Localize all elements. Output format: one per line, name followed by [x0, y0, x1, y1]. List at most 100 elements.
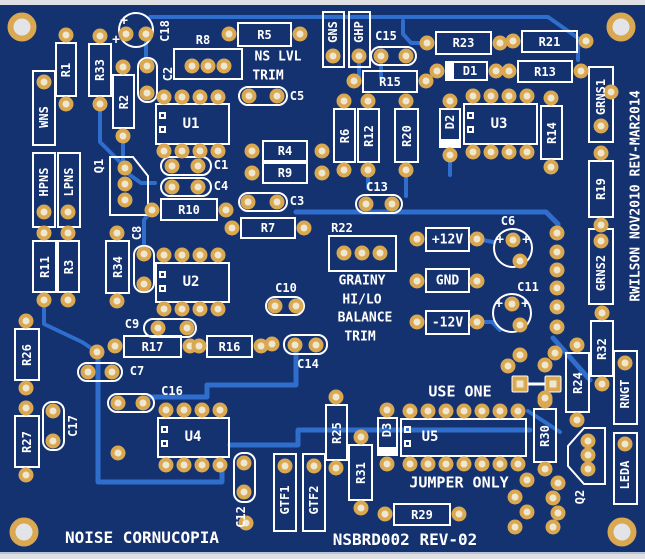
pad-R20	[398, 93, 414, 109]
pad-U2	[210, 247, 226, 263]
pad-U3	[465, 144, 481, 160]
pad-U5	[510, 456, 526, 472]
pad-R31	[353, 429, 369, 445]
pad-U3	[519, 88, 535, 104]
pad-R30	[537, 461, 553, 477]
pad-U5	[438, 456, 454, 472]
trimmer-label-R22: R22	[331, 221, 353, 235]
ic-pin1-mark	[159, 270, 166, 278]
pad-Q1	[117, 192, 133, 208]
pad-U1	[156, 89, 172, 105]
resistor-label-R34: R34	[110, 256, 125, 278]
pad-U2	[210, 301, 226, 317]
pad-C15	[398, 48, 414, 64]
resistor-R5	[237, 22, 292, 47]
pad-U5	[510, 403, 526, 419]
resistor-R3	[57, 240, 80, 293]
pad-R25	[328, 389, 344, 405]
capacitor-label-C3: C3	[289, 194, 305, 208]
polarity-plus-mark: +	[496, 232, 504, 248]
pad-U5	[474, 456, 490, 472]
pad-R7	[224, 220, 240, 236]
pad-GHP	[351, 48, 367, 64]
pad-R2	[115, 128, 131, 144]
resistor-R21	[521, 30, 578, 53]
capacitor-C15	[370, 46, 417, 66]
power-label-text-GND: GND	[435, 273, 460, 288]
pad-HPNS	[36, 204, 52, 220]
ic-U4	[157, 417, 230, 458]
power-label--12V	[425, 310, 470, 335]
silkscreen-text: TRIM	[252, 68, 284, 84]
pad-R15	[418, 73, 434, 89]
pad-R19	[593, 217, 609, 233]
pad-C4	[164, 179, 180, 195]
pad-U5	[492, 403, 508, 419]
pad-R19	[593, 145, 609, 161]
resistor-label-R12: R12	[361, 124, 376, 147]
capacitor-label-C2: C2	[161, 66, 175, 82]
resistor-R6	[333, 108, 356, 163]
pad-R7	[296, 220, 312, 236]
pad-C17	[45, 433, 61, 449]
pad-U4	[212, 402, 228, 418]
pad-R32	[594, 376, 610, 392]
pad-U2	[192, 301, 208, 317]
pad-U4	[176, 402, 192, 418]
pad-Q1	[117, 176, 133, 192]
capacitor-C13	[355, 194, 403, 214]
resistor-label-R15: R15	[379, 74, 401, 89]
pad-C18	[118, 26, 134, 42]
via-pad	[603, 84, 619, 100]
via-pad	[537, 357, 553, 373]
via-pad	[545, 519, 561, 535]
pad-C7	[80, 364, 96, 380]
pad-LEDA	[617, 436, 633, 452]
resistor-label-R13: R13	[534, 64, 556, 79]
pad-C4	[190, 179, 206, 195]
capacitor-C16	[107, 393, 155, 413]
pad-R27	[18, 400, 34, 416]
silkscreen-text: NSBRD002 REV-02	[332, 530, 478, 549]
pad-Q2	[580, 461, 596, 477]
resistor-R33	[88, 43, 112, 97]
pad--12V	[469, 314, 485, 330]
pad-R5	[292, 26, 308, 42]
ic-pin1-mark	[404, 425, 411, 433]
pad-U1	[174, 143, 190, 159]
resistor-R12	[357, 108, 380, 163]
ic-pin1-mark	[161, 425, 168, 433]
jumper-square-pad	[511, 375, 529, 393]
connector-label-GTF2: GTF2	[307, 485, 321, 515]
pad-U2	[156, 301, 172, 317]
resistor-R14	[540, 105, 563, 160]
resistor-R20	[394, 108, 419, 163]
pad-WNS	[36, 74, 52, 90]
pad-D1	[429, 63, 445, 79]
copper-trace	[42, 300, 99, 354]
pad-U3	[483, 88, 499, 104]
capacitor-C9	[143, 318, 197, 338]
pad-R9	[244, 165, 260, 181]
capacitor-C3	[238, 192, 288, 212]
pad-C8	[136, 276, 152, 292]
copper-trace	[550, 335, 593, 383]
resistor-R29	[393, 503, 451, 526]
pad-R8	[184, 58, 200, 74]
silkscreen-text: USE ONE	[428, 382, 492, 401]
pad-R26	[18, 380, 34, 396]
pad-GRNS1	[593, 118, 609, 134]
via-pad	[519, 504, 535, 520]
resistor-label-R19: R19	[594, 178, 608, 200]
resistor-label-R4: R4	[277, 144, 293, 158]
pad-U4	[158, 402, 174, 418]
pad-R32	[594, 305, 610, 321]
connector-GNS	[322, 11, 345, 68]
pad-R10	[218, 202, 234, 218]
ic-pin1-mark	[467, 112, 474, 119]
diode-band-D1	[446, 63, 454, 79]
resistor-label-R23: R23	[452, 36, 475, 50]
pad--12V	[409, 314, 425, 330]
power-label-text-+12V: +12V	[431, 232, 464, 247]
ic-pin1-mark	[161, 439, 168, 447]
